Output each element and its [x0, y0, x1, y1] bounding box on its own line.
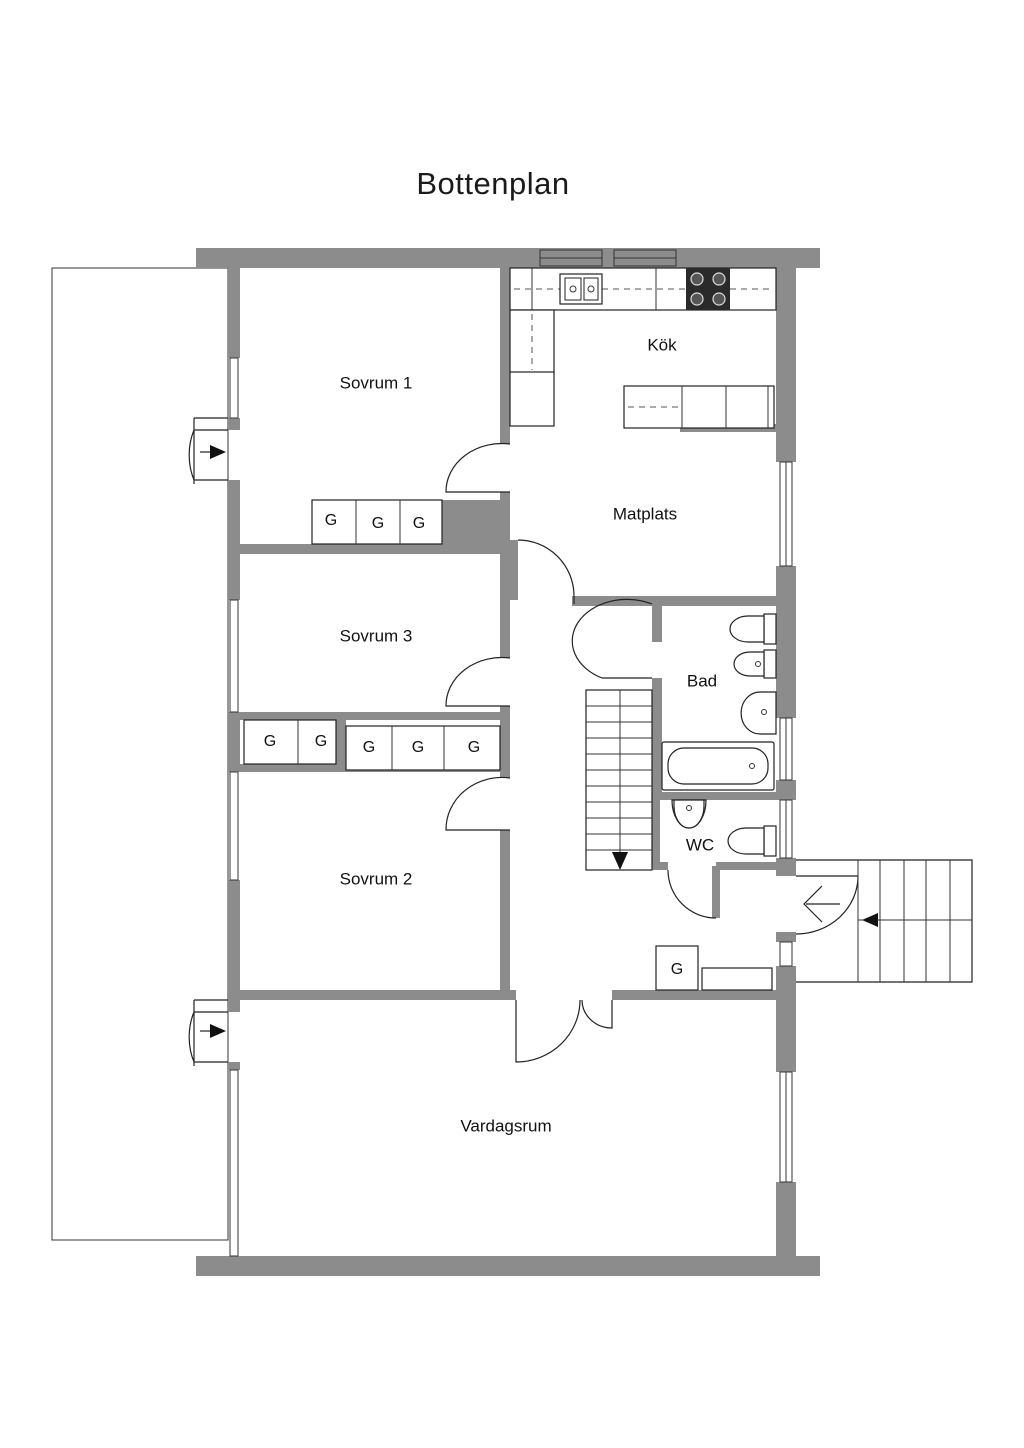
plan-title: Bottenplan: [416, 166, 570, 201]
arrow-right-icon: [210, 1024, 226, 1038]
toilet-icon: [729, 613, 777, 645]
doors: [188, 417, 859, 1066]
room-label-kok: Kök: [647, 335, 677, 354]
wardrobe-label: G: [264, 733, 276, 750]
wardrobe-label: G: [412, 739, 424, 756]
room-label-sovrum-3: Sovrum 3: [340, 626, 413, 645]
room-label-bad: Bad: [687, 671, 717, 690]
room-label-sovrum-1: Sovrum 1: [340, 373, 413, 392]
stove-icon: [686, 268, 730, 310]
outer-walls: [196, 248, 820, 1276]
room-label-matplats: Matplats: [613, 504, 677, 523]
room-label-wc: WC: [686, 835, 714, 854]
interior-walls: [240, 268, 776, 1000]
bidet-icon: [733, 649, 777, 679]
room-label-vardagsrum: Vardagsrum: [460, 1116, 551, 1135]
bathtub-icon: [661, 741, 775, 791]
wardrobe-label: G: [363, 739, 375, 756]
terrace-outline: [51, 267, 229, 1241]
interior-stairs: [585, 689, 653, 871]
entry-arrows: [200, 445, 840, 1038]
washbasin-icon: [671, 799, 707, 829]
arrow-left-icon: [803, 885, 823, 923]
room-label-sovrum-2: Sovrum 2: [340, 869, 413, 888]
windows: [229, 249, 793, 1257]
washbasin-icon: [740, 691, 777, 735]
arrow-left-icon: [862, 913, 878, 927]
room-labels: Sovrum 1 Kök Matplats Sovrum 3 Bad WC So…: [340, 335, 718, 1135]
arrow-right-icon: [210, 445, 226, 459]
bathroom-fixtures: [661, 613, 777, 857]
wardrobe-label: G: [413, 515, 425, 532]
toilet-icon: [727, 825, 777, 857]
wardrobe-label: G: [671, 961, 683, 978]
kitchen-fittings: [509, 267, 777, 429]
wardrobes: G G G G G G G G G: [243, 499, 773, 991]
wardrobe-label: G: [468, 739, 480, 756]
wardrobe-label: G: [315, 733, 327, 750]
arrow-down-icon: [612, 852, 628, 870]
wardrobe-label: G: [325, 512, 337, 529]
wardrobe-label: G: [372, 515, 384, 532]
exterior-stairs: [796, 859, 973, 983]
